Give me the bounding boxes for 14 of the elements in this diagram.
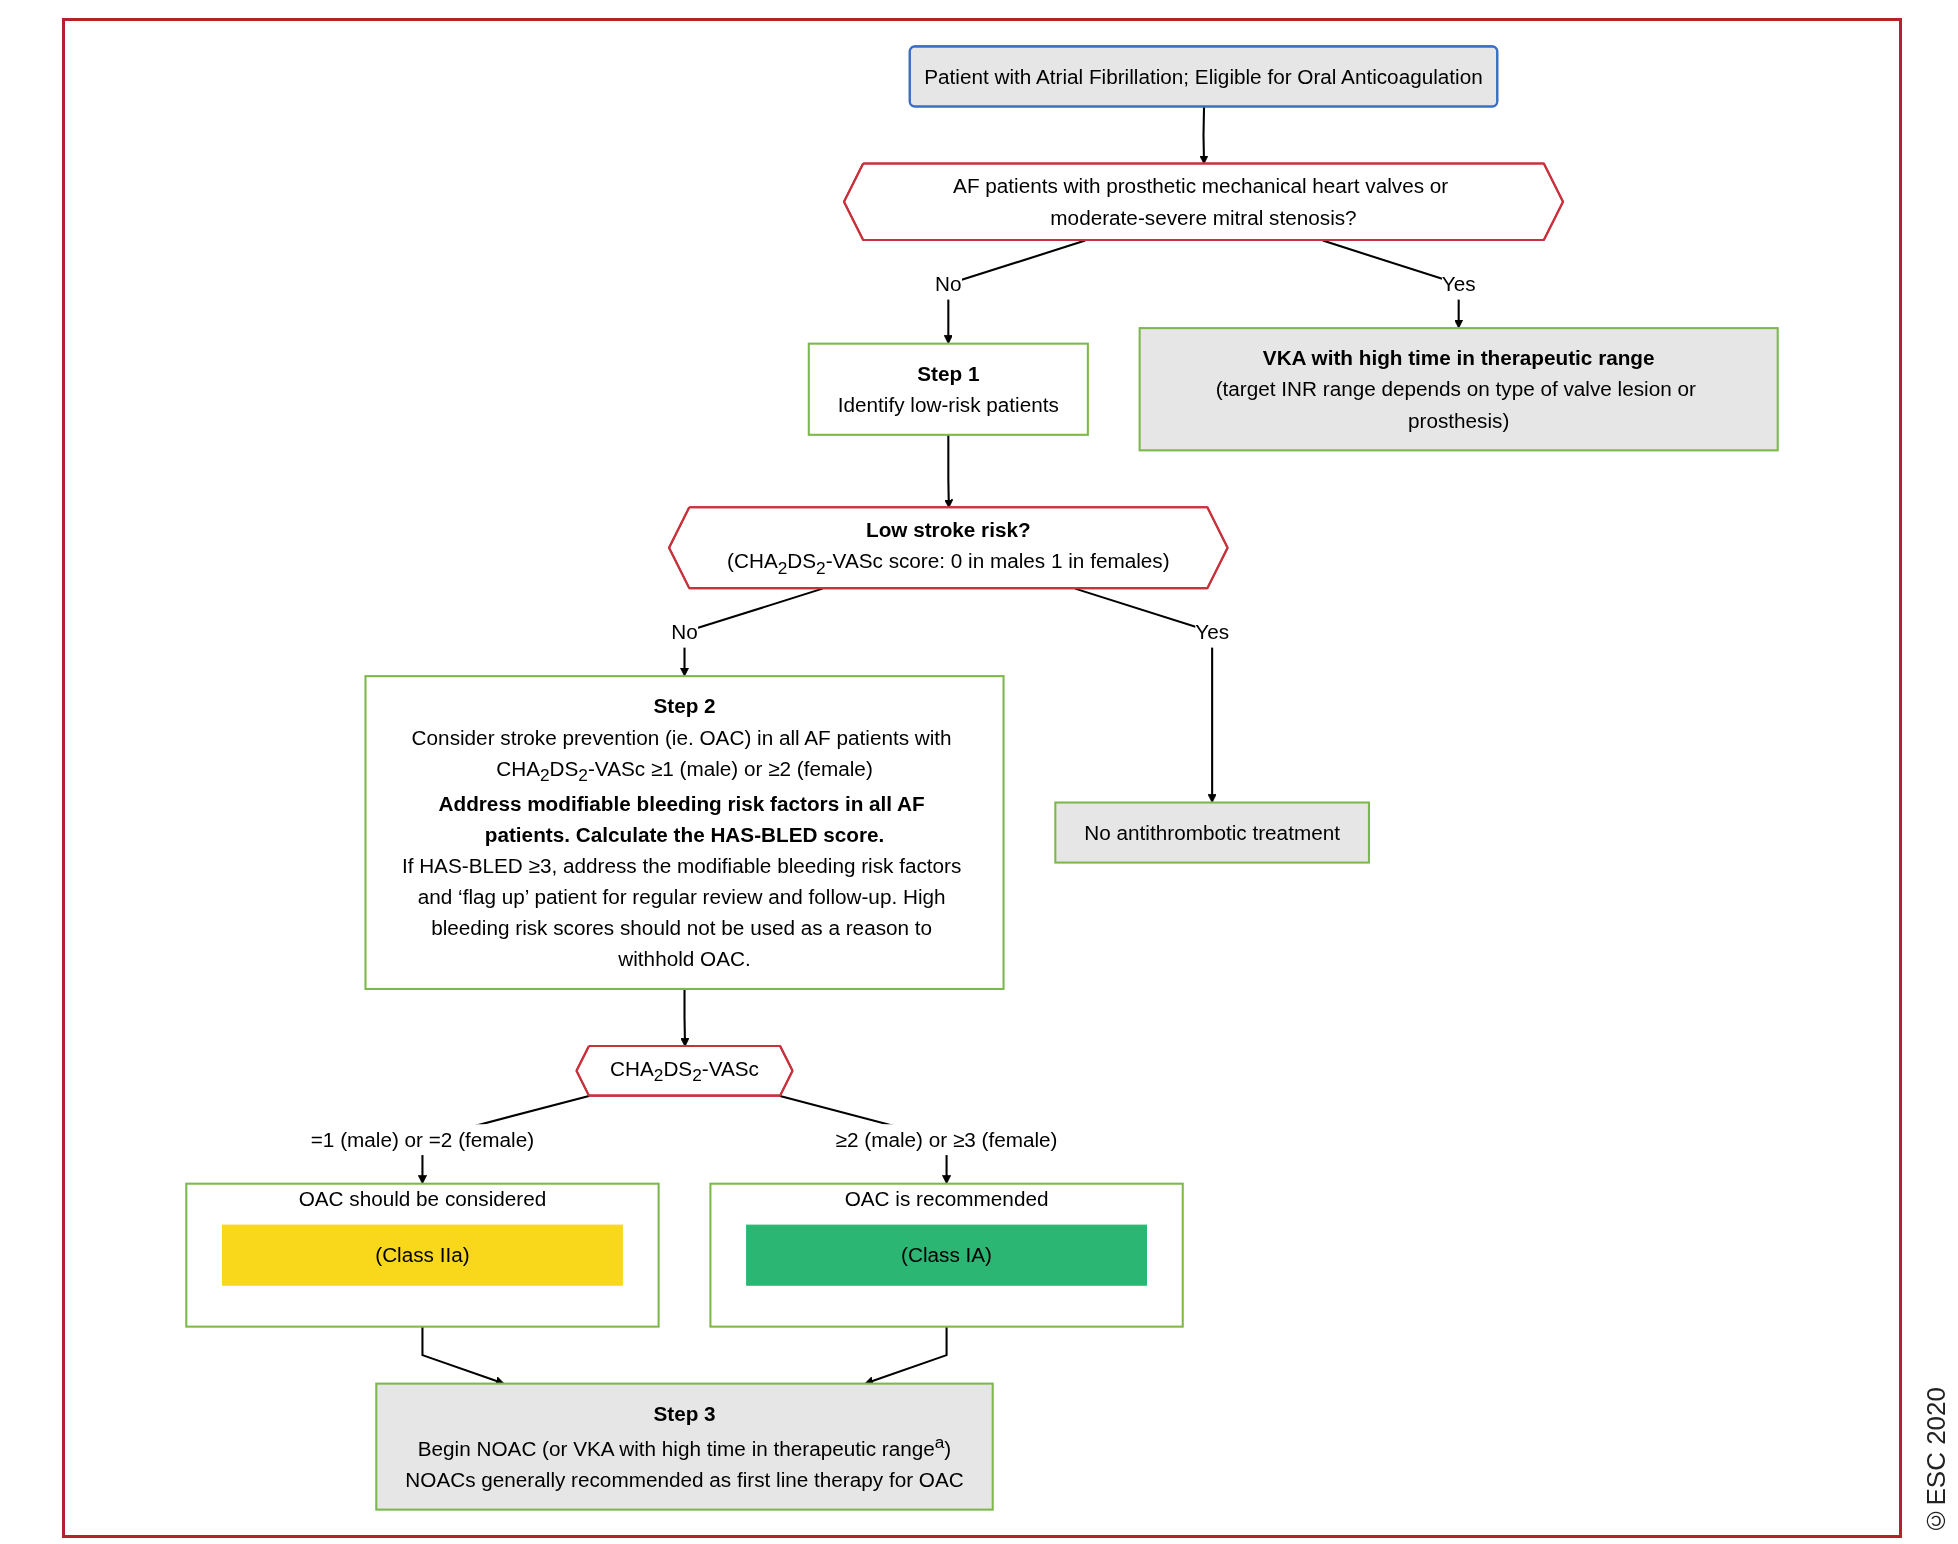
node-box: No antithrombotic treatment (1054, 801, 1370, 864)
node-box: Step 1 Identify low-risk patients (807, 342, 1089, 436)
edge-label: Yes (1441, 272, 1476, 296)
node-box: Step 2 Consider stroke prevention (ie. OAC) in all AF patients with CHA$_{2}$DS$_{2}$-VASc ≥1 (male) or ≥2 (female) Address modifiable bleeding risk factors in all AF patients. Calculate the HAS-BLED score. If HAS-BLED ≥3, address the modifiable bleeding risk factors and ‘flag up’ patient for regular review and follow-up. High bleeding risk scores should not be used as a reason to withhold OAC. (364, 675, 1005, 990)
edge-label: =1 (male) or =2 (female) (310, 1128, 535, 1152)
node-box: (Class IIa) (222, 1224, 623, 1286)
edge-label: No (935, 272, 962, 296)
copyright-note: ©ESC 2020 (1921, 1387, 1952, 1536)
node-box: Step 3 Begin NOAC (or VKA with high time in therapeutic range$^{a}$) NOACs generally recommended as first line therapy for OAC (375, 1382, 994, 1511)
node-box: (Class IA) (746, 1224, 1147, 1286)
edge-label: ≥2 (male) or ≥3 (female) (835, 1128, 1058, 1152)
edge-label: No (671, 620, 698, 644)
node-box: VKA with high time in therapeutic range (target INR range depends on type of valve lesion or prosthesis) (1138, 327, 1779, 452)
edge-label: Yes (1195, 620, 1230, 644)
